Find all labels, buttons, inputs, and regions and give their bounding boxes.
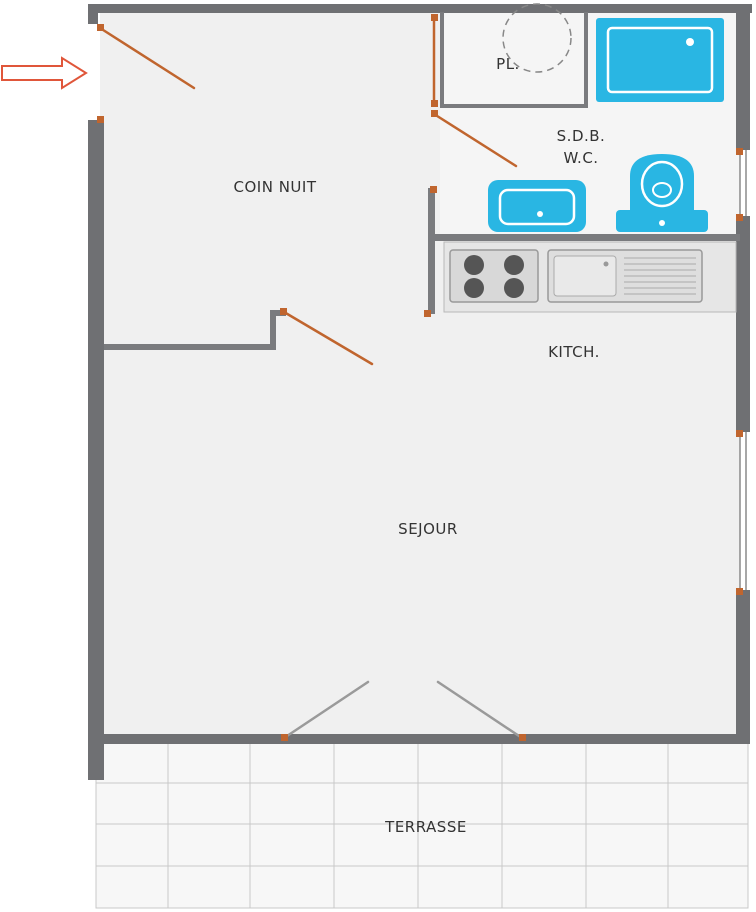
room-label-kitchen: KITCH. [548, 343, 600, 361]
terrace-doors [282, 680, 524, 740]
room-label-sdb: S.D.B. [557, 127, 606, 145]
shower-icon [596, 18, 724, 102]
room-label-terrasse: TERRASSE [384, 818, 467, 836]
toilet-icon [616, 154, 708, 232]
sink-icon [488, 180, 586, 232]
cooktop-icon [449, 249, 539, 303]
windows [739, 150, 747, 590]
entry-arrow-icon [1, 56, 88, 90]
kitchen-sink-icon [547, 249, 703, 303]
room-label-sejour: SEJOUR [398, 520, 458, 538]
room-label-coin-nuit: COIN NUIT [234, 178, 317, 196]
door-swing-icon [98, 16, 518, 366]
terrace [95, 741, 749, 909]
room-label-wc: W.C. [563, 149, 598, 167]
exterior-walls [88, 4, 752, 780]
placard-outline [502, 3, 572, 73]
interior-walls [104, 12, 740, 350]
room-label-placard: PL. [496, 55, 520, 73]
door-hinges [97, 14, 743, 741]
